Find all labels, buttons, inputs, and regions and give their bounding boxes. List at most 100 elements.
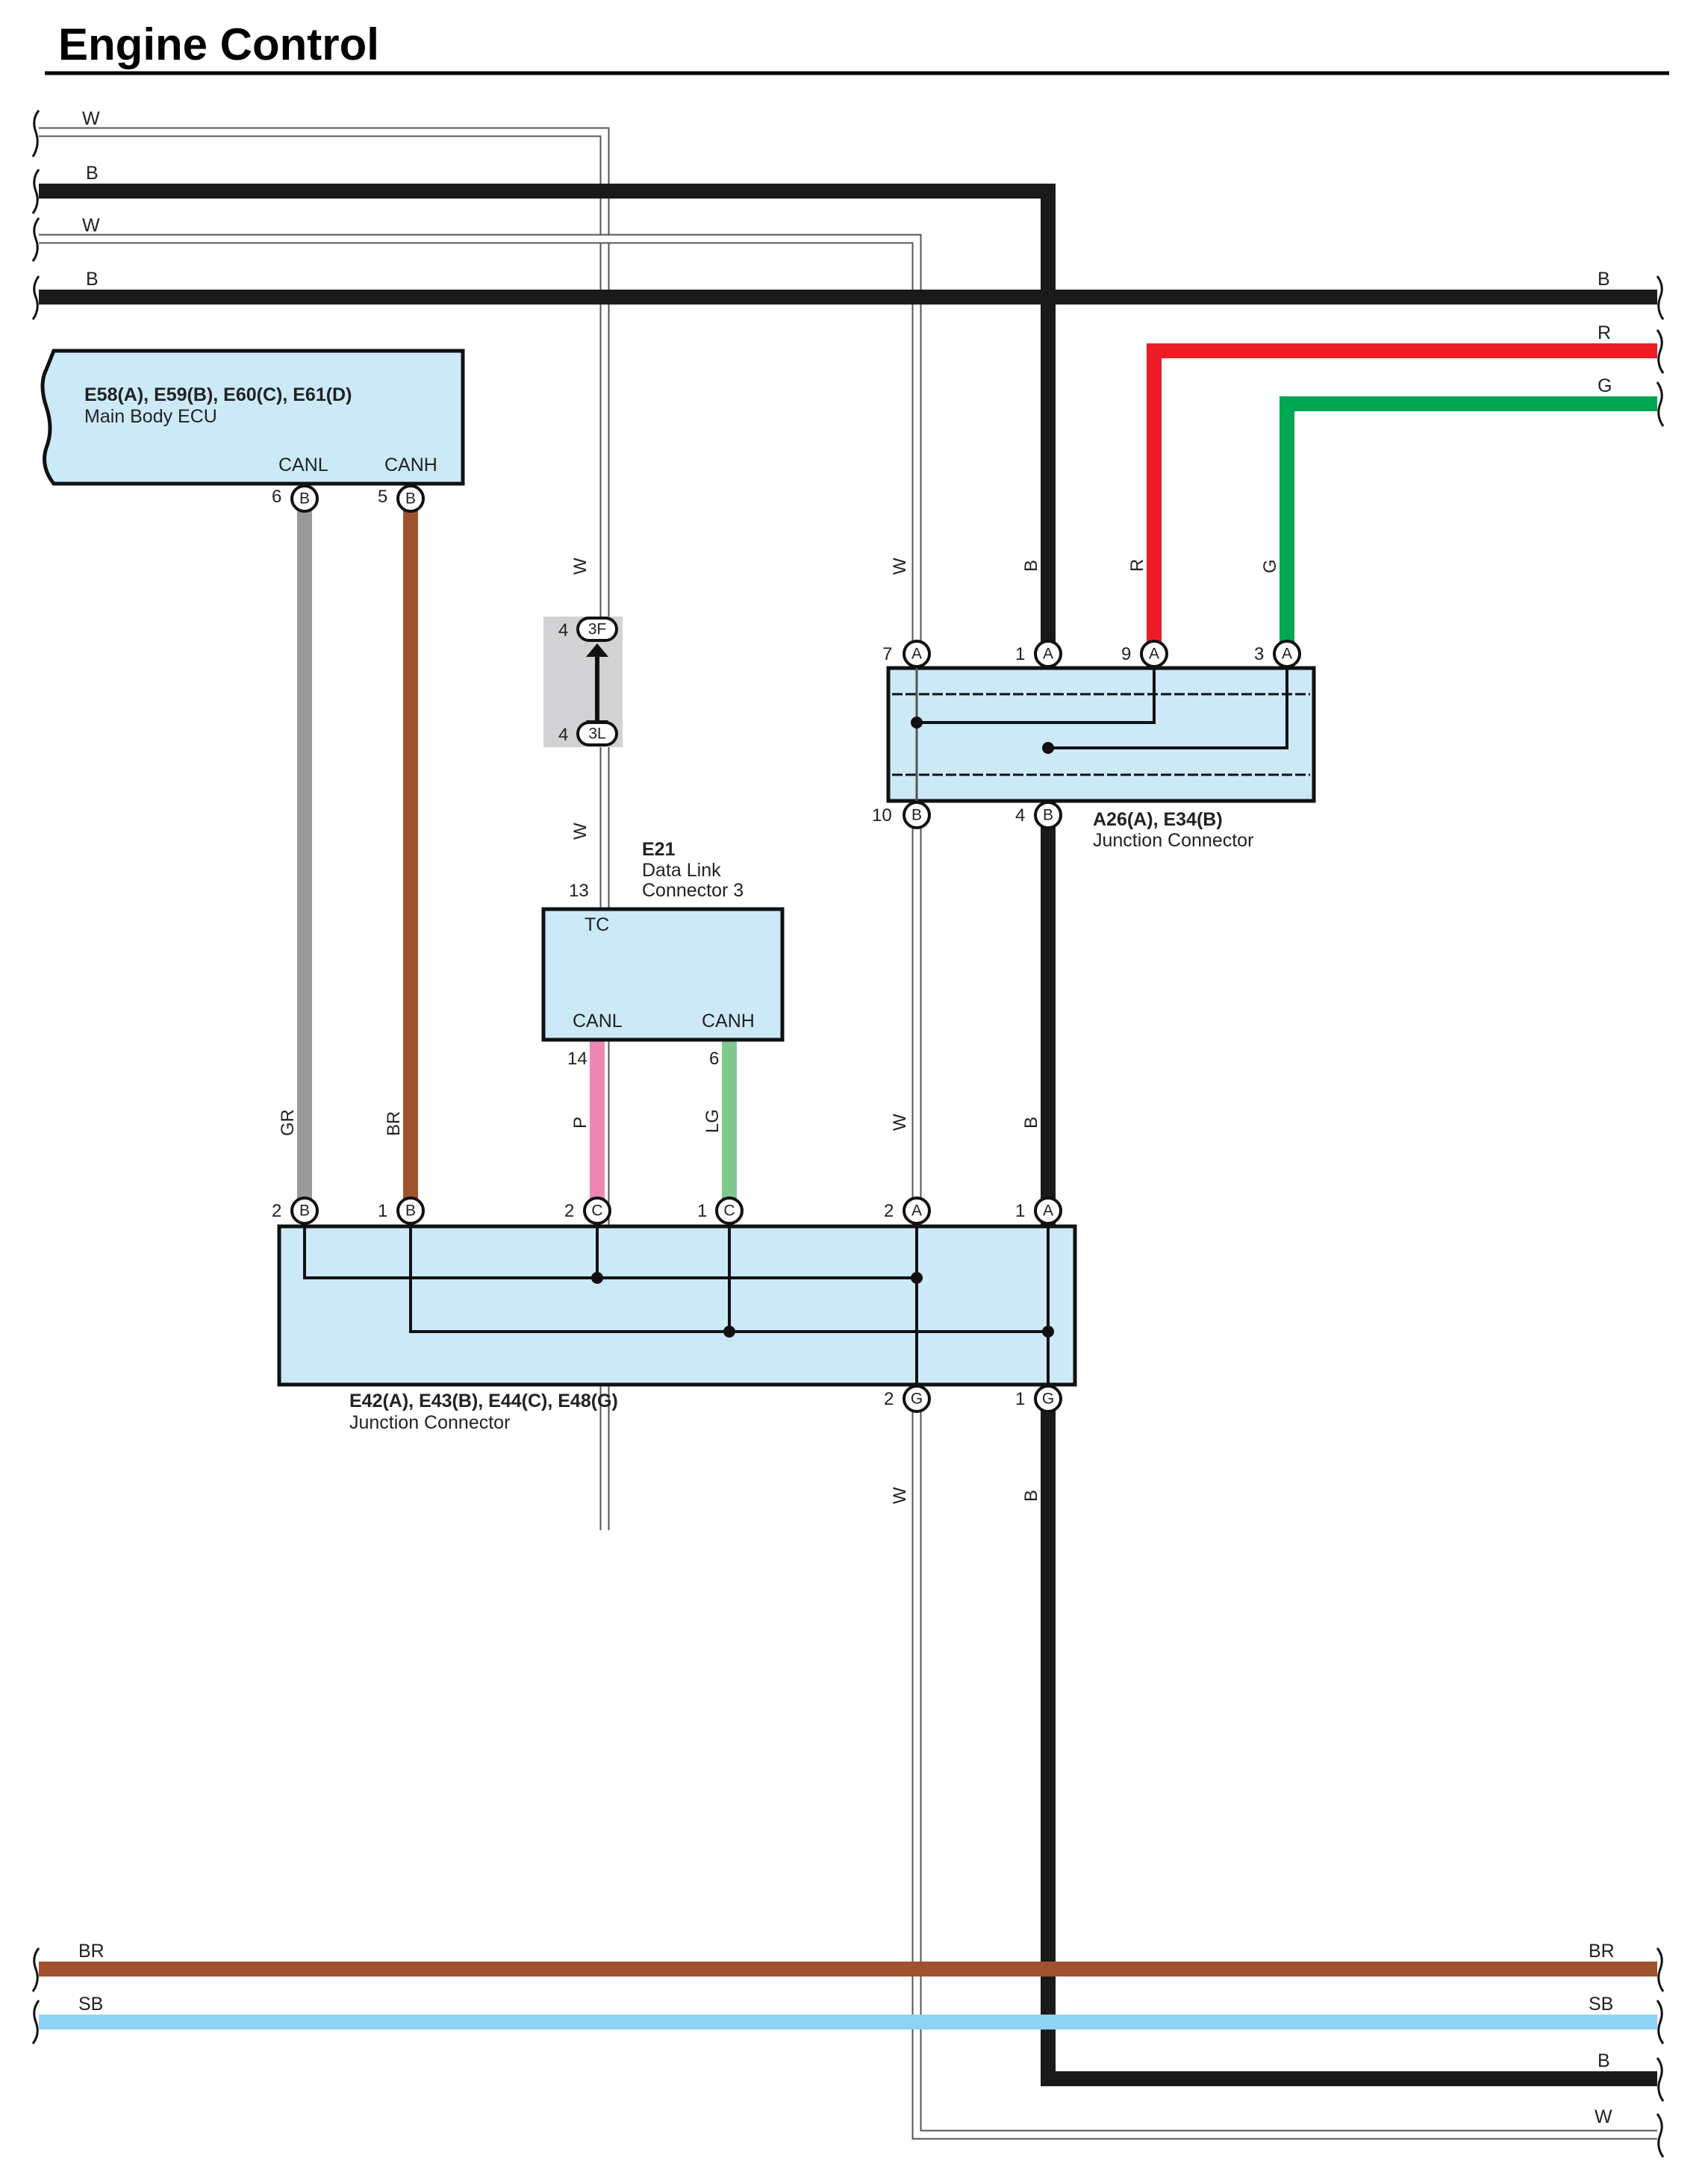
right-wire-label: BR [1589, 1941, 1615, 1962]
svg-text:3F: 3F [588, 621, 607, 638]
svg-text:A: A [1149, 646, 1159, 663]
svg-text:B: B [299, 490, 310, 508]
inline-connector: 4 3F 4 3L [543, 617, 623, 747]
wire-b-junction [39, 184, 1657, 2086]
inline-pin-3l: 4 3L [558, 721, 618, 746]
svg-text:2: 2 [272, 1201, 281, 1221]
svg-text:A: A [1043, 1202, 1053, 1220]
svg-text:1: 1 [697, 1201, 707, 1221]
junction-e42-pin: 2 G [884, 1385, 931, 1413]
svg-text:5: 5 [378, 487, 387, 507]
svg-text:3: 3 [1254, 644, 1264, 664]
left-wire-label: W [82, 108, 100, 129]
svg-text:C: C [723, 1202, 735, 1220]
svg-text:A: A [911, 646, 922, 663]
left-wire-label: B [86, 163, 99, 184]
ecu-code: E58(A), E59(B), E60(C), E61(D) [84, 384, 352, 405]
right-wire-label: SB [1589, 1994, 1613, 2015]
svg-text:B: B [299, 1202, 310, 1220]
junction-e42-pin: 1 A [1015, 1196, 1062, 1225]
wire-color-label: W [890, 558, 910, 575]
svg-text:9: 9 [1121, 644, 1131, 664]
svg-text:7: 7 [882, 644, 892, 664]
svg-text:B: B [405, 490, 416, 508]
wire-color-label: B [1021, 1117, 1041, 1129]
svg-text:A: A [911, 1202, 922, 1220]
wire-color-label: LG [702, 1109, 723, 1133]
svg-text:1: 1 [1015, 1201, 1025, 1221]
junction-e42-code: E42(A), E43(B), E44(C), E48(G) [349, 1391, 618, 1411]
ecu-pin-label-canl: CANL [278, 455, 328, 475]
wire-color-label: R [1127, 559, 1147, 572]
svg-text:4: 4 [558, 725, 568, 745]
svg-text:4: 4 [1015, 805, 1025, 826]
junction-a26-pin: 1 A [1015, 640, 1062, 668]
junction-a26-name: Junction Connector [1093, 830, 1253, 851]
wire-color-label: B [1021, 560, 1041, 572]
wire-g [1280, 396, 1657, 651]
dlc3-pin-canl-number: 14 [567, 1049, 587, 1069]
svg-text:1: 1 [1015, 1389, 1025, 1409]
dlc3-code: E21 [642, 839, 676, 860]
wire-r [1147, 343, 1657, 651]
right-wire-label: W [1595, 2106, 1612, 2127]
wire-color-label: W [890, 1114, 910, 1131]
svg-text:4: 4 [558, 620, 568, 640]
svg-text:6: 6 [272, 487, 281, 507]
svg-text:2: 2 [884, 1389, 894, 1409]
junction-e42-name: Junction Connector [349, 1412, 510, 1433]
right-break-marks [1656, 275, 1665, 2158]
dlc3: E21 Data Link Connector 3 13 TC CANL CAN… [541, 839, 785, 1069]
ecu-pin-canl: 6 B [272, 484, 319, 513]
left-wire-label: SB [78, 1994, 103, 2015]
junction-a26-pin: 3 A [1254, 640, 1301, 668]
dlc3-name-line2: Connector 3 [642, 880, 744, 901]
wire-color-label: B [1021, 1490, 1041, 1502]
ecu-pin-label-canh: CANH [384, 455, 437, 475]
junction-e42-pin: 1 C [697, 1196, 744, 1225]
right-wire-label: G [1598, 375, 1612, 396]
svg-text:A: A [1043, 646, 1053, 663]
junction-e42-pin: 2 B [272, 1196, 319, 1225]
junction-e42-pin: 1 B [378, 1196, 425, 1225]
wire-color-label: G [1260, 559, 1280, 573]
svg-text:B: B [405, 1202, 416, 1220]
left-wire-label: B [86, 269, 99, 290]
junction-a26: A26(A), E34(B) Junction Connector [886, 666, 1316, 851]
right-wire-label: R [1598, 322, 1611, 343]
junction-a26-pin: 4 B [1015, 801, 1062, 829]
svg-text:3L: 3L [588, 726, 605, 743]
svg-text:1: 1 [378, 1201, 387, 1221]
dlc3-pin-tc-number: 13 [569, 881, 589, 901]
junction-e42: E42(A), E43(B), E44(C), E48(G) Junction … [277, 1224, 1077, 1433]
svg-text:2: 2 [564, 1201, 574, 1221]
wire-color-label: W [570, 823, 590, 840]
left-break-marks [31, 110, 40, 2044]
svg-text:B: B [1043, 807, 1053, 824]
right-wire-label: B [1598, 269, 1610, 290]
junction-a26-pin: 7 A [882, 640, 931, 668]
right-wire-label: B [1598, 2050, 1610, 2071]
svg-text:A: A [1282, 646, 1292, 663]
left-wire-label: W [82, 215, 100, 236]
wire-color-label: W [570, 558, 590, 575]
svg-text:B: B [911, 807, 922, 824]
wire-color-label: GR [278, 1109, 298, 1136]
wire-color-label: P [570, 1117, 590, 1129]
svg-text:1: 1 [1015, 644, 1025, 664]
wire-color-label: BR [384, 1111, 404, 1136]
dlc3-pin-canh-label: CANH [702, 1011, 755, 1032]
svg-text:G: G [911, 1391, 923, 1408]
main-body-ecu: E58(A), E59(B), E60(C), E61(D) Main Body… [40, 349, 465, 486]
svg-text:C: C [591, 1202, 602, 1220]
junction-e42-pin: 2 A [884, 1196, 931, 1225]
inline-pin-3f: 4 3F [558, 617, 618, 642]
svg-text:G: G [1042, 1391, 1054, 1408]
dlc3-pin-canl-label: CANL [573, 1011, 623, 1032]
left-wire-label: BR [78, 1941, 105, 1962]
dlc3-name-line1: Data Link [642, 860, 721, 881]
svg-text:2: 2 [884, 1201, 894, 1221]
ecu-pin-canh: 5 B [378, 484, 425, 513]
dlc3-pin-tc-label: TC [585, 914, 609, 935]
